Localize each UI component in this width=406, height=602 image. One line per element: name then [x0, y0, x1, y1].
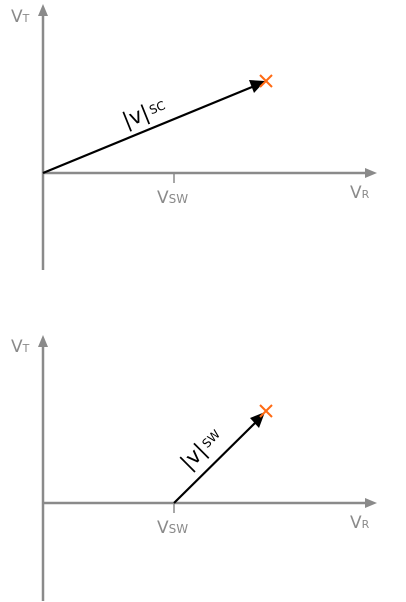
- x-axis-label: VR: [350, 183, 370, 203]
- tick-label: VSW: [157, 188, 188, 208]
- vector-sw: [173, 422, 256, 504]
- tick-label: VSW: [157, 518, 188, 538]
- vector-sc-arrowhead: [249, 80, 265, 93]
- vector-sc-label: |v|SC: [119, 94, 170, 134]
- vector-sw-label: |v|SW: [176, 423, 228, 475]
- x-axis-arrowhead: [365, 498, 377, 508]
- x-axis-label: VR: [350, 513, 370, 533]
- y-axis-label: VT: [11, 337, 30, 357]
- x-cross-icon: [259, 404, 273, 418]
- panel-top: VT VR VSW |v|SC: [11, 4, 377, 270]
- y-axis-label: VT: [11, 7, 30, 27]
- panel-bottom: VT VR VSW |v|SW: [11, 335, 377, 601]
- y-axis-arrowhead: [38, 335, 48, 347]
- y-axis-arrowhead: [38, 4, 48, 16]
- x-cross-icon: [259, 74, 273, 88]
- vector-sc: [42, 85, 253, 175]
- x-axis-arrowhead: [365, 168, 377, 178]
